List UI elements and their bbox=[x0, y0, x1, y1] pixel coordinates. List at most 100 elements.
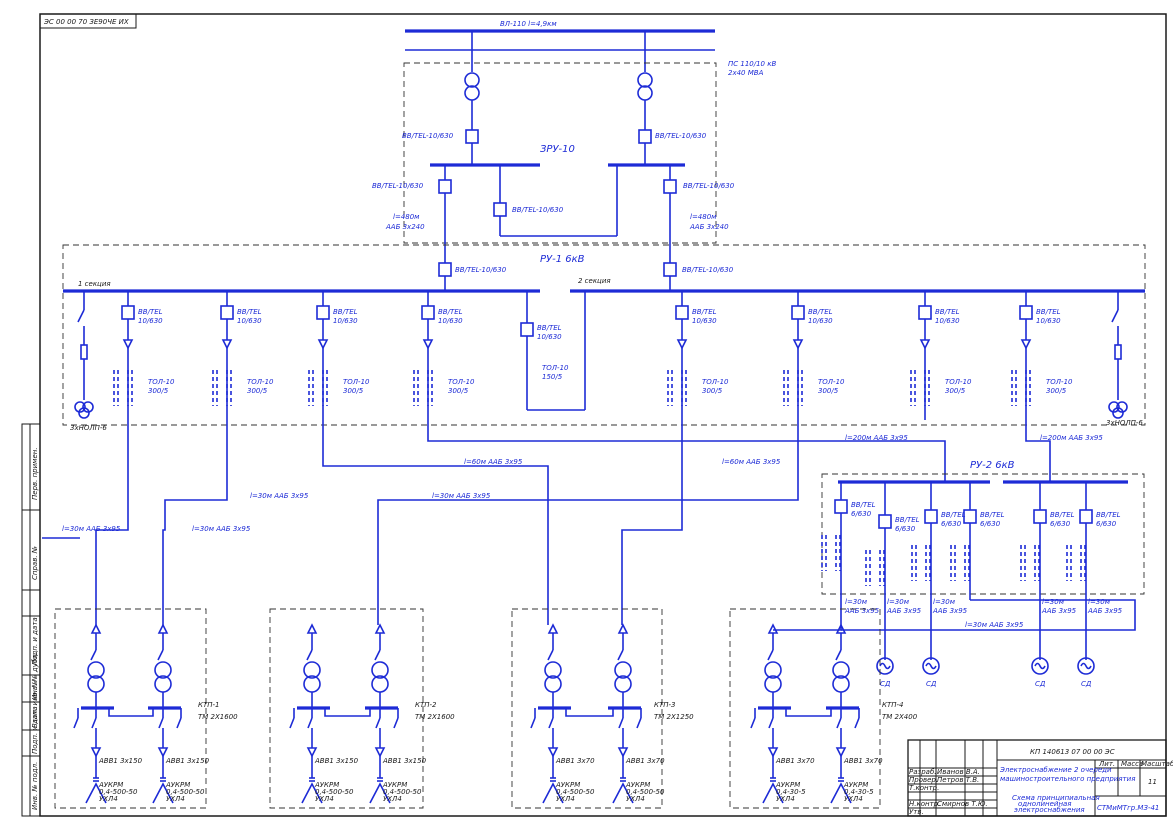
cable-termination-icon bbox=[317, 339, 329, 350]
breaker-label: ВВ/TEL bbox=[1096, 511, 1121, 519]
ktp-boundary bbox=[54, 608, 207, 809]
transformer-icon bbox=[303, 661, 321, 679]
current-transformer bbox=[910, 370, 930, 406]
cable-termination-icon bbox=[767, 623, 779, 634]
top-stamp: ЭС 00 00 70 ЗЕ90ЧЕ ИХ bbox=[43, 18, 129, 26]
bus-tie bbox=[108, 708, 154, 717]
bus-tie bbox=[785, 708, 832, 717]
cable-termination-icon bbox=[617, 747, 629, 758]
svg-text:Н.контр.: Н.контр. bbox=[909, 800, 940, 808]
cable-termination-icon bbox=[374, 747, 386, 758]
breaker-symbol bbox=[791, 305, 805, 320]
climate-label: УХЛ4 bbox=[776, 795, 795, 803]
capacitor-rating: 0,4-30-5 bbox=[776, 788, 806, 796]
ct-label: ТОЛ-10 bbox=[247, 378, 274, 386]
sync-motor-label: СД bbox=[1035, 680, 1046, 688]
svg-text:l=30м ААБ 3х95: l=30м ААБ 3х95 bbox=[432, 492, 491, 500]
ct-ratio: 300/5 bbox=[148, 387, 169, 395]
ru-1-incomers: ВВ/TEL-10/630 ВВ/TEL-10/630 bbox=[438, 262, 734, 291]
cable-termination-icon bbox=[306, 623, 318, 634]
svg-text:10/630: 10/630 bbox=[537, 333, 562, 341]
main-transformer-2: ВВ/TEL-10/630 bbox=[637, 72, 707, 165]
ktp-boundary bbox=[269, 608, 424, 809]
ktp-name: КТП-3 bbox=[654, 701, 676, 709]
capacitor-rating: 0,4-500-50 bbox=[556, 788, 595, 796]
capacitor-bank-icon bbox=[830, 782, 852, 804]
svg-text:150/5: 150/5 bbox=[542, 373, 563, 381]
breaker-rating: 6/630 bbox=[1050, 520, 1071, 528]
svg-text:ВВ/TEL-10/630: ВВ/TEL-10/630 bbox=[655, 132, 707, 140]
side-stamp: Перв. примен. Справ. № Подп. и дата Инв.… bbox=[21, 423, 41, 817]
ktp-transformers: ТМ 2Х1600 bbox=[415, 713, 455, 721]
cable-label: АВВ1 3х150 bbox=[98, 757, 143, 765]
svg-text:l=200м ААБ 3х95: l=200м ААБ 3х95 bbox=[1040, 434, 1103, 442]
ct-ratio: 300/5 bbox=[702, 387, 723, 395]
ru-2-boundary bbox=[821, 473, 1145, 595]
transformer-icon bbox=[614, 661, 632, 679]
cable-termination-icon bbox=[676, 339, 688, 350]
ru-1-feeders: ВВ/TEL10/630ТОЛ-10300/5ВВ/TEL10/630ТОЛ-1… bbox=[113, 291, 1073, 420]
cable-termination-icon bbox=[157, 623, 169, 634]
svg-text:ВЛ-110 l=4,9км: ВЛ-110 l=4,9км bbox=[500, 20, 557, 28]
title-block: КП 140613 07 00 00 ЭС Электроснабжение 2… bbox=[907, 739, 1173, 817]
capacitor-bank-icon bbox=[542, 782, 564, 804]
svg-text:l=60м ААБ 3х95: l=60м ААБ 3х95 bbox=[464, 458, 523, 466]
current-transformer bbox=[212, 370, 232, 406]
svg-text:ААБ 3х240: ААБ 3х240 bbox=[385, 223, 425, 231]
breaker-label: ВВ/TEL bbox=[237, 308, 262, 316]
climate-label: УХЛ4 bbox=[383, 795, 402, 803]
ct-ratio: 300/5 bbox=[247, 387, 268, 395]
current-transformer bbox=[113, 370, 133, 406]
svg-text:ВВ/TEL-10/630: ВВ/TEL-10/630 bbox=[683, 182, 735, 190]
ktp-name: КТП-2 bbox=[415, 701, 437, 709]
ktp-transformers: ТМ 2Х1250 bbox=[654, 713, 694, 721]
capacitor-label: АУКРМ bbox=[625, 781, 650, 789]
capacitor-bank-icon bbox=[369, 782, 391, 804]
top-stamp-box bbox=[39, 13, 137, 29]
zru-10-bus: ЗРУ-10 ВВ/TEL-10/630 ВВ/TEL-10/630 ВВ/TE… bbox=[372, 144, 735, 263]
breaker-label: ВВ/TEL bbox=[438, 308, 463, 316]
ktp-name: КТП-1 bbox=[198, 701, 220, 709]
svg-text:ЗРУ-10: ЗРУ-10 bbox=[540, 144, 575, 155]
svg-text:ВВ/TEL-10/630: ВВ/TEL-10/630 bbox=[372, 182, 424, 190]
breaker-rating: 10/630 bbox=[237, 317, 262, 325]
breaker-label: ВВ/TEL bbox=[333, 308, 358, 316]
current-transformer bbox=[1066, 545, 1086, 581]
svg-text:Перв. примен.: Перв. примен. bbox=[31, 447, 39, 500]
ct-ratio: 300/5 bbox=[818, 387, 839, 395]
drawing-frame bbox=[39, 13, 1167, 817]
current-transformer bbox=[911, 545, 931, 581]
ct-label: ТОЛ-10 bbox=[448, 378, 475, 386]
breaker-label: ВВ/TEL bbox=[935, 308, 960, 316]
cable-label: АВВ1 3х150 bbox=[165, 757, 210, 765]
section-2-label: 2 секция bbox=[578, 277, 611, 285]
svg-text:Масса: Масса bbox=[1121, 760, 1143, 768]
cable-label: АВВ1 3х70 bbox=[555, 757, 595, 765]
current-transformer bbox=[413, 370, 433, 406]
bus-tie bbox=[565, 708, 614, 717]
cable-termination-icon bbox=[1020, 339, 1032, 350]
breaker-symbol bbox=[121, 305, 135, 320]
current-transformer bbox=[1020, 545, 1040, 581]
capacitor-rating: 0,4-500-50 bbox=[166, 788, 205, 796]
cable-type: ААБ 3х95 bbox=[1041, 607, 1077, 615]
ktp-name: КТП-4 bbox=[882, 701, 904, 709]
svg-text:ВВ/TEL-10/630: ВВ/TEL-10/630 bbox=[682, 266, 734, 274]
svg-text:Подп. и дата: Подп. и дата bbox=[31, 706, 39, 754]
breaker-symbol bbox=[834, 499, 848, 514]
svg-text:l=30м ААБ 3х95: l=30м ААБ 3х95 bbox=[250, 492, 309, 500]
breaker-label: ВВ/TEL bbox=[851, 501, 876, 509]
climate-label: УХЛ4 bbox=[626, 795, 645, 803]
bus-tie bbox=[324, 708, 371, 717]
cable-termination-icon bbox=[767, 747, 779, 758]
